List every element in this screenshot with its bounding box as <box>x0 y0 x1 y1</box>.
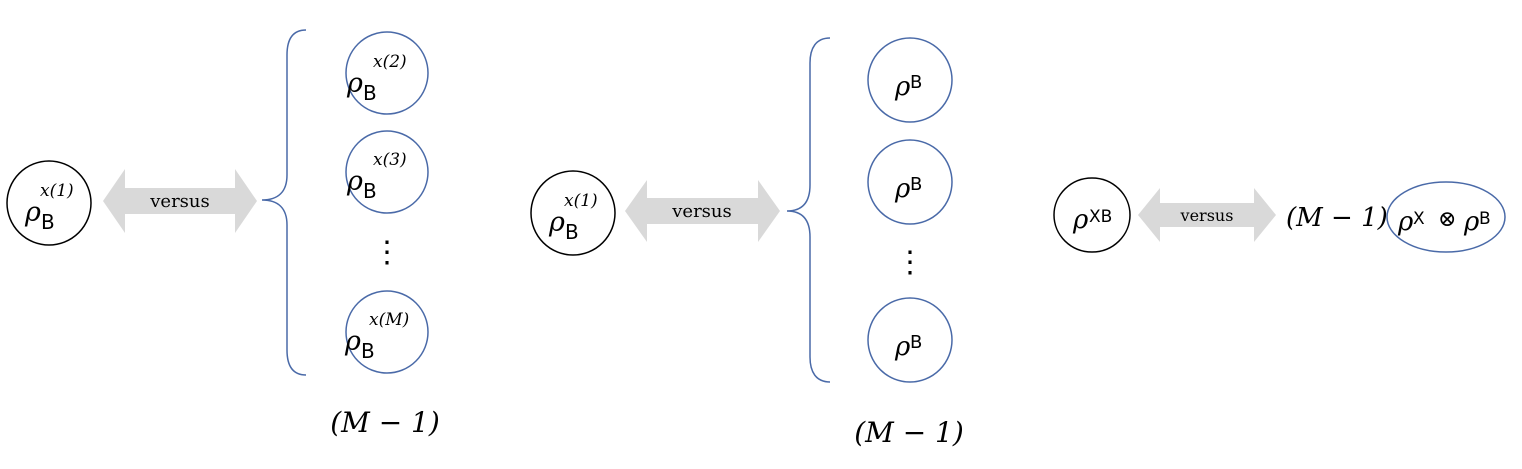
state-node-left: ρ B x(1) <box>530 170 616 256</box>
panel-3: ρ XB versus (M − 1) ρ X ⊗ ρ B <box>1053 177 1506 253</box>
panel-1: ρ B x(1) versus ρ B x(2) ρ B x(3) ⋮ ρ B <box>6 29 440 439</box>
state-subscript: B <box>910 332 922 353</box>
state-subscript: B <box>910 72 922 93</box>
tensor-operator: ⊗ <box>1438 207 1456 232</box>
state-subscript: XB <box>1089 207 1112 227</box>
vertical-ellipsis: ⋮ <box>372 235 402 270</box>
state-subscript: B <box>363 179 377 203</box>
state-circle <box>530 170 616 256</box>
state-superscript: x(M) <box>369 310 409 330</box>
versus-arrow: versus <box>1138 188 1276 242</box>
versus-label: versus <box>671 201 732 222</box>
versus-label: versus <box>149 191 210 212</box>
versus-arrow: versus <box>625 180 780 242</box>
state-ellipse <box>1386 181 1506 253</box>
state-base-x: ρ <box>1397 207 1414 237</box>
double-arrow-icon <box>1138 188 1276 242</box>
state-subscript: B <box>41 210 55 234</box>
state-node: ρ B x(3) <box>345 130 429 214</box>
state-circle <box>6 160 92 246</box>
state-subscript-x: X <box>1413 209 1425 229</box>
left-brace-icon <box>786 37 831 383</box>
state-circle <box>345 31 429 115</box>
state-superscript: x(1) <box>40 181 74 201</box>
state-node: ρ B <box>867 37 953 123</box>
state-base: ρ <box>346 166 363 197</box>
state-node-left: ρ XB <box>1053 177 1131 253</box>
state-circle <box>345 130 429 214</box>
count-label: (M − 1) <box>330 406 440 439</box>
state-base: ρ <box>894 332 911 362</box>
state-circle <box>867 297 953 383</box>
state-base: ρ <box>894 72 911 102</box>
multiplier-label: (M − 1) <box>1286 203 1388 233</box>
state-node: ρ B x(2) <box>345 31 429 115</box>
product-state-node: ρ X ⊗ ρ B <box>1386 181 1506 253</box>
state-subscript: B <box>363 81 377 105</box>
vertical-ellipsis: ⋮ <box>895 245 925 280</box>
state-subscript: B <box>361 339 375 363</box>
state-circle <box>1053 177 1131 253</box>
double-arrow-icon <box>625 180 780 242</box>
state-subscript-b: B <box>1479 209 1491 229</box>
state-base: ρ <box>1072 205 1089 235</box>
state-circle <box>345 290 429 374</box>
count-label: (M − 1) <box>854 416 964 449</box>
versus-label: versus <box>1180 206 1234 225</box>
state-node: ρ B x(M) <box>344 290 429 374</box>
state-base-b: ρ <box>1463 207 1480 237</box>
state-base: ρ <box>548 207 565 238</box>
state-superscript: x(1) <box>564 191 598 211</box>
state-node: ρ B <box>867 139 953 225</box>
left-brace-icon <box>261 29 307 376</box>
versus-arrow: versus <box>103 169 257 233</box>
state-base: ρ <box>344 326 361 357</box>
state-subscript: B <box>565 220 579 244</box>
state-circle <box>867 139 953 225</box>
state-base: ρ <box>24 197 41 228</box>
state-base: ρ <box>346 68 363 99</box>
double-arrow-icon <box>103 169 257 233</box>
state-circle <box>867 37 953 123</box>
state-base: ρ <box>894 174 911 204</box>
state-subscript: B <box>910 174 922 195</box>
state-node: ρ B <box>867 297 953 383</box>
state-node-left: ρ B x(1) <box>6 160 92 246</box>
panel-2: ρ B x(1) versus ρ B ρ B ⋮ ρ B (M − 1) <box>530 37 964 449</box>
state-superscript: x(3) <box>373 150 407 170</box>
state-superscript: x(2) <box>373 52 407 72</box>
